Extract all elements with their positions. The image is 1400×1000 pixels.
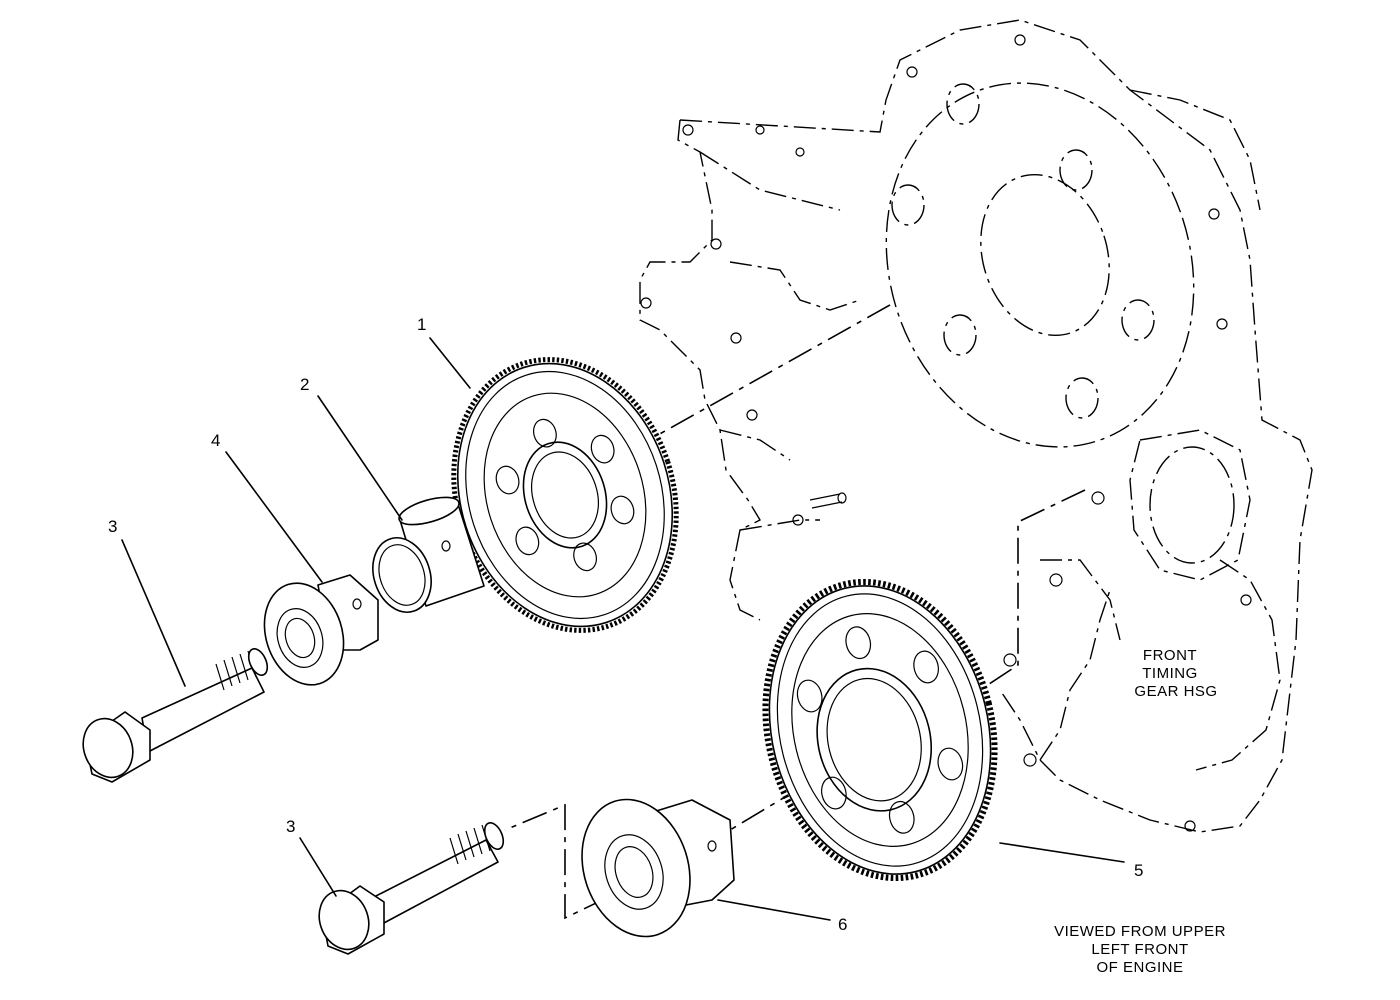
timing-gear-housing [639,19,1313,833]
view-note-line1: VIEWED FROM UPPER [1054,923,1226,940]
housing-label: FRONT TIMING GEAR HSG [1134,647,1217,700]
assembly-center-lines [504,304,1086,920]
housing-label-line1: FRONT [1143,647,1197,664]
callout-3-upper: 3 [108,517,117,536]
leader-lines [121,337,1125,921]
callout-4: 4 [211,431,220,450]
flanged-shaft [263,574,379,686]
callout-2: 2 [300,375,309,394]
housing-label-line2: TIMING [1142,665,1198,682]
bolt-upper [82,648,269,783]
bolt-lower [318,822,505,955]
flanged-shaft-lower [581,798,735,938]
callout-3-lower: 3 [286,817,295,836]
view-note-line2: LEFT FRONT [1091,941,1188,958]
view-note-line3: OF ENGINE [1096,959,1183,976]
sleeve-bearing [372,496,485,613]
idler-gear-upper [451,357,679,633]
housing-label-line3: GEAR HSG [1134,683,1217,700]
idler-gear-lower [762,578,998,882]
callout-6: 6 [838,915,847,934]
view-note: VIEWED FROM UPPER LEFT FRONT OF ENGINE [1054,923,1226,976]
callout-1: 1 [417,315,426,334]
callout-5: 5 [1134,861,1143,880]
